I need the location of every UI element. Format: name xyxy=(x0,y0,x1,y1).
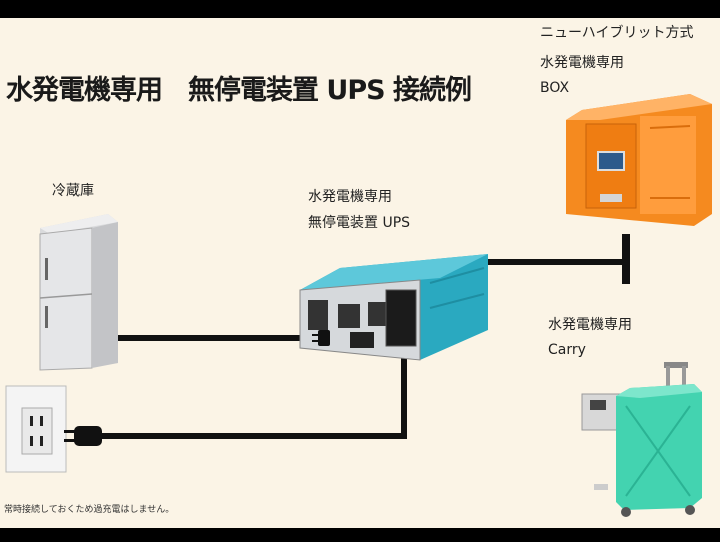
wall-outlet-icon xyxy=(5,385,67,473)
box-label-line2: 水発電機専用 xyxy=(540,55,624,71)
generator-box-icon xyxy=(566,94,712,226)
ups-label-line2: 無停電装置 UPS xyxy=(308,215,411,231)
carry-label-line1: 水発電機専用 xyxy=(548,317,632,333)
box-label-line1: ニューハイブリット方式 xyxy=(540,25,694,41)
carry-label-line2: Carry xyxy=(548,342,586,358)
cable-tee xyxy=(622,234,630,284)
diagram-canvas: 水発電機専用 無停電装置 UPS 接続例 冷蔵庫 水発電機専用 無停電装置 UP… xyxy=(0,18,720,528)
generator-carry-icon xyxy=(581,362,702,517)
box-label-line3: BOX xyxy=(540,80,570,96)
power-plug-icon xyxy=(312,330,330,346)
refrigerator-icon xyxy=(39,214,118,371)
footnote: 常時接続しておくため過充電はしません。 xyxy=(4,505,175,515)
page-title: 水発電機専用 無停電装置 UPS 接続例 xyxy=(6,75,472,106)
ups-inverter-icon xyxy=(299,254,488,361)
ups-label-line1: 水発電機専用 xyxy=(308,189,392,205)
diagram-graphics xyxy=(5,94,712,517)
fridge-label: 冷蔵庫 xyxy=(52,183,94,199)
outlet-plug-icon xyxy=(64,426,102,446)
